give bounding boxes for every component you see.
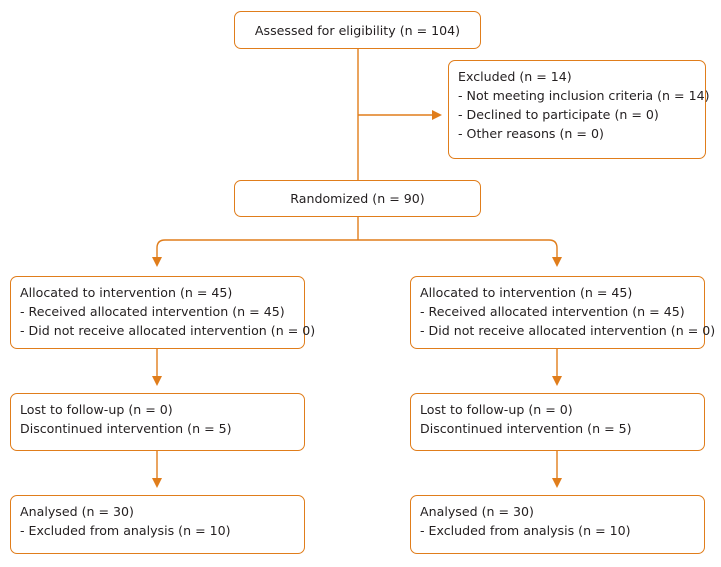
excluded-box: Excluded (n = 14) - Not meeting inclusio… (448, 60, 710, 159)
arrowhead-excluded (432, 110, 442, 120)
randomized-text: Randomized (n = 90) (290, 191, 425, 206)
left-analysis-analysed: Analysed (n = 30) (20, 504, 134, 519)
right-analysis-box: Analysed (n = 30) - Excluded from analys… (410, 495, 705, 554)
arrowhead-right-followup (552, 376, 562, 386)
left-allocation-title: Allocated to intervention (n = 45) (20, 285, 233, 300)
arrowhead-left-followup (152, 376, 162, 386)
right-analysis-excluded: - Excluded from analysis (n = 10) (420, 523, 631, 538)
left-allocation-received: - Received allocated intervention (n = 4… (20, 304, 285, 319)
assessed-text: Assessed for eligibility (n = 104) (254, 22, 461, 38)
right-followup-box: Lost to follow-up (n = 0) Discontinued i… (410, 393, 705, 451)
excluded-item-inclusion-criteria: - Not meeting inclusion criteria (n = 14… (458, 88, 710, 103)
randomized-box: Randomized (n = 90) (234, 180, 481, 217)
left-analysis-excluded: - Excluded from analysis (n = 10) (20, 523, 231, 538)
left-allocation-not-received: - Did not receive allocated intervention… (20, 323, 316, 338)
arrowhead-left-allocation (152, 257, 162, 267)
right-allocation-not-received: - Did not receive allocated intervention… (420, 323, 716, 338)
right-followup-discontinued: Discontinued intervention (n = 5) (420, 421, 632, 436)
right-allocation-title: Allocated to intervention (n = 45) (420, 285, 633, 300)
left-followup-box: Lost to follow-up (n = 0) Discontinued i… (10, 393, 305, 451)
right-followup-lost: Lost to follow-up (n = 0) (420, 402, 573, 417)
assessed-box: Assessed for eligibility (n = 104) (234, 11, 481, 49)
left-followup-lost: Lost to follow-up (n = 0) (20, 402, 173, 417)
arrowhead-left-analysis (152, 478, 162, 488)
left-allocation-box: Allocated to intervention (n = 45) - Rec… (10, 276, 316, 349)
left-analysis-box: Analysed (n = 30) - Excluded from analys… (10, 495, 305, 554)
arrowhead-right-allocation (552, 257, 562, 267)
right-analysis-analysed: Analysed (n = 30) (420, 504, 534, 519)
right-allocation-box: Allocated to intervention (n = 45) - Rec… (410, 276, 716, 349)
arrowhead-right-analysis (552, 478, 562, 488)
left-followup-discontinued: Discontinued intervention (n = 5) (20, 421, 232, 436)
excluded-title: Excluded (n = 14) (458, 69, 572, 84)
excluded-item-other: - Other reasons (n = 0) (458, 126, 604, 141)
right-allocation-received: - Received allocated intervention (n = 4… (420, 304, 685, 319)
excluded-item-declined: - Declined to participate (n = 0) (458, 107, 659, 122)
